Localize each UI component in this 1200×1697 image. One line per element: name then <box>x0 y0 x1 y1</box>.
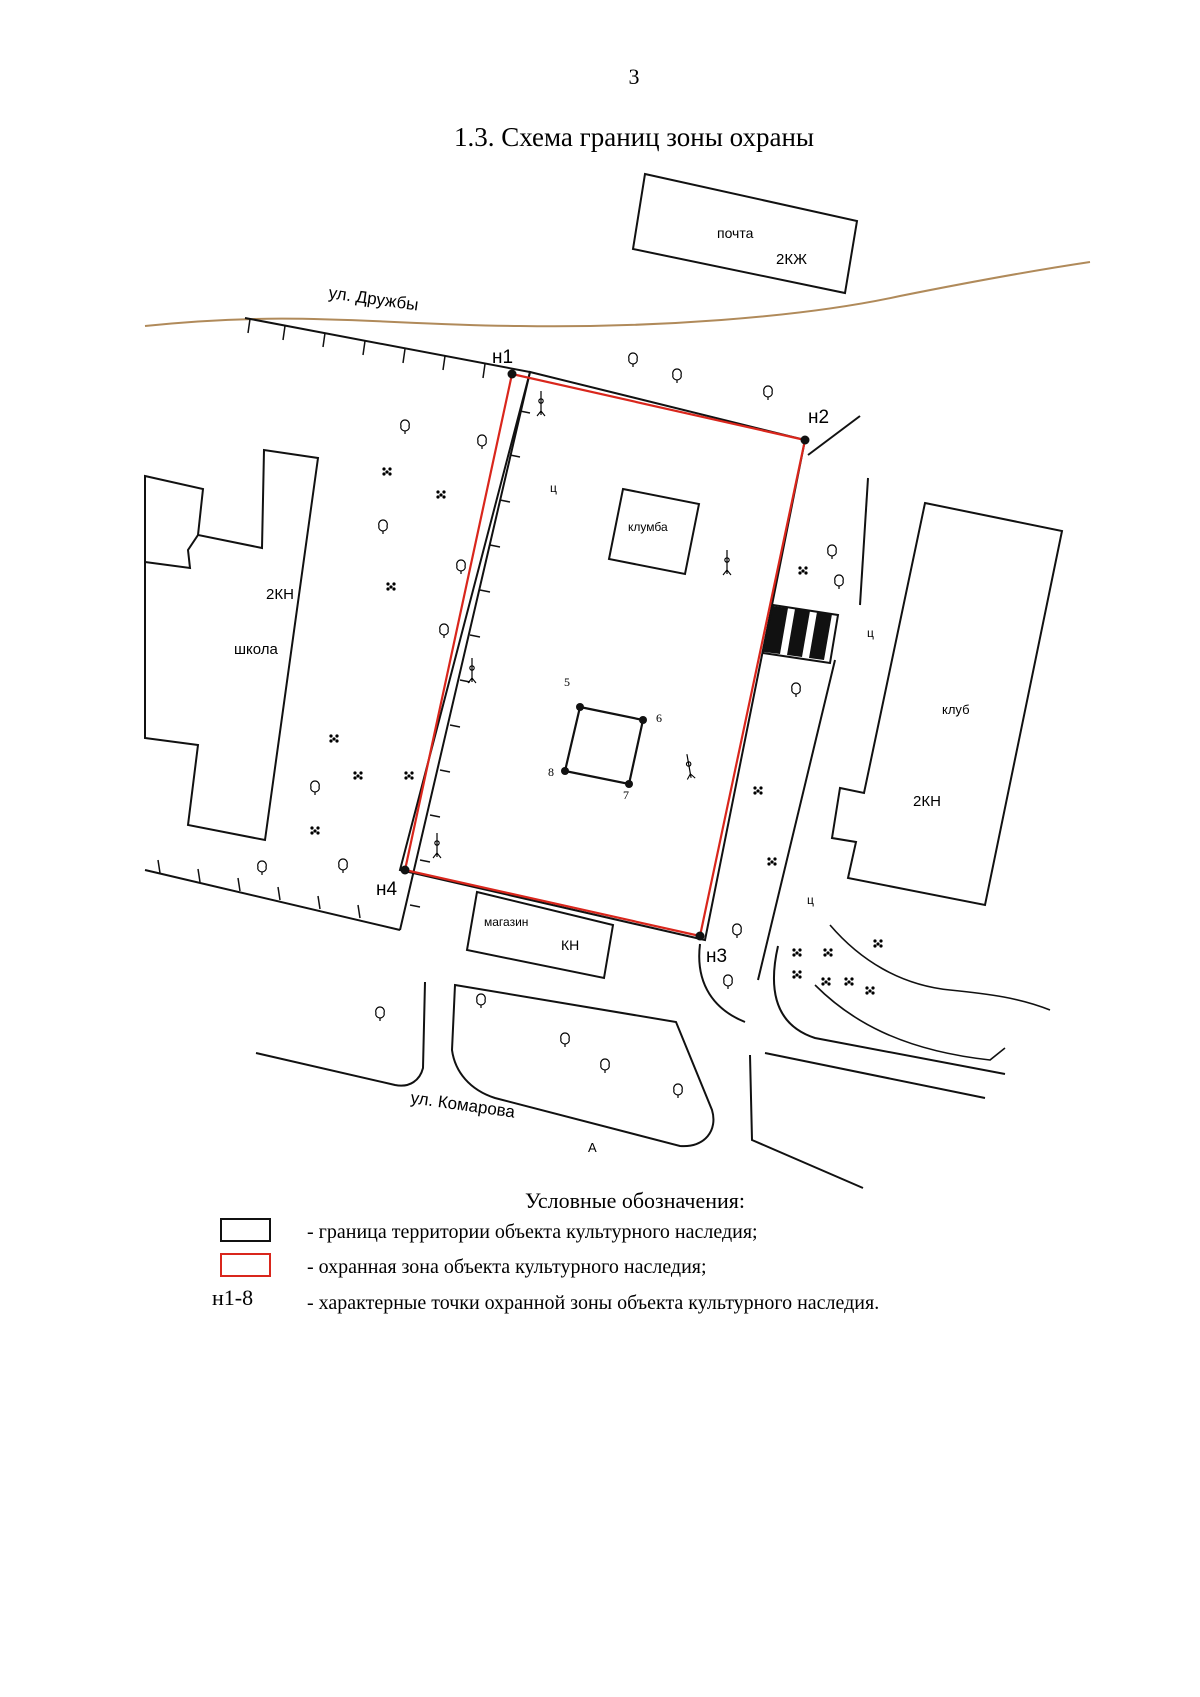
monument-point-5: 5 <box>564 675 570 689</box>
monument-points <box>561 703 647 788</box>
mark-c-2: ц <box>867 626 874 640</box>
street-corner-n2 <box>807 415 861 456</box>
page-number: 3 <box>628 64 640 89</box>
flowerbed-label: клумба <box>628 520 668 534</box>
sidewalk-right <box>698 477 869 1023</box>
building-left-stub <box>144 534 199 570</box>
mark-c-3: ц <box>807 893 814 907</box>
monument-point-7: 7 <box>623 788 629 802</box>
building-shop <box>465 890 615 980</box>
club-code: 2КН <box>913 793 941 810</box>
boundary-point-n1: н1 <box>492 347 513 368</box>
legend-text-protection-zone: - охранная зона объекта культурного насл… <box>307 1256 707 1278</box>
mark-a: А <box>588 1140 597 1155</box>
boundary-points <box>400 369 810 941</box>
club-label: клуб <box>942 702 970 717</box>
legend-swatch-protection-zone <box>220 1253 271 1277</box>
south-street-lines <box>255 945 1006 1189</box>
street-label-druzhby: ул. Дружбы <box>327 283 419 314</box>
monument-point-8: 8 <box>548 765 554 779</box>
street-druzhby-line <box>144 261 1091 328</box>
monument-point-6: 6 <box>656 711 662 725</box>
territory-fence-left <box>144 317 532 931</box>
legend-text-territory: - граница территории объекта культурного… <box>307 1221 758 1243</box>
legend-points-code: н1-8 <box>212 1285 254 1310</box>
shop-code: КН <box>561 937 579 953</box>
building-post-office <box>631 172 859 295</box>
tree-icons <box>257 352 844 1099</box>
monument-footprint <box>563 705 645 786</box>
legend-title: Условные обозначения: <box>524 1188 746 1213</box>
fence-ticks <box>157 318 531 919</box>
street-label-komarova: ул. Комарова <box>409 1088 516 1122</box>
shop-label: магазин <box>484 915 528 929</box>
mark-c-1: ц <box>550 481 557 495</box>
building-club <box>830 501 1064 907</box>
page-title: 1.3. Схема границ зоны охраны <box>453 122 815 152</box>
post-office-code: 2КЖ <box>776 251 807 268</box>
school-label: школа <box>234 641 279 658</box>
building-school <box>144 448 320 842</box>
river-curves <box>814 924 1051 1061</box>
legend-text-points: - характерные точки охранной зоны объект… <box>307 1292 880 1314</box>
legend-swatch-territory <box>220 1218 271 1242</box>
lamp-icons <box>432 390 732 859</box>
post-office-label: почта <box>717 225 754 241</box>
crosswalk <box>761 603 840 665</box>
monument-territory-boundary <box>398 370 807 942</box>
flowerbed <box>607 487 701 576</box>
school-code: 2КН <box>266 586 294 603</box>
boundary-point-n2: н2 <box>808 407 829 428</box>
boundary-point-n3: н3 <box>706 946 727 967</box>
boundary-point-n4: н4 <box>376 879 397 900</box>
